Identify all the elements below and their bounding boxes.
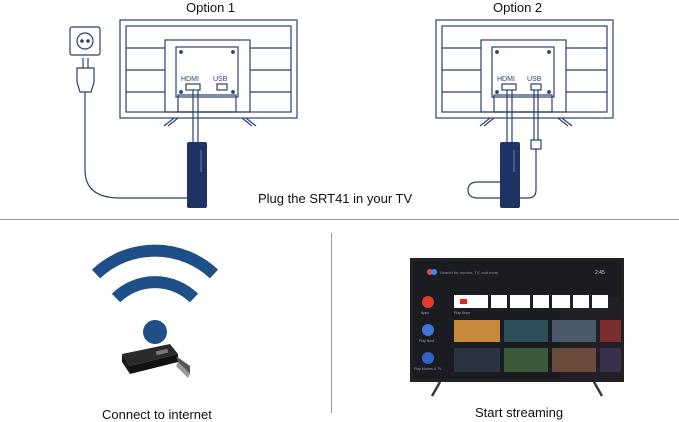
bottom-right-caption: Start streaming	[475, 405, 564, 420]
side-item-play-movies: Play Movies & TV	[414, 367, 442, 371]
clock: 2:45	[595, 270, 605, 276]
option-2-label: Option 2	[493, 0, 543, 15]
installation-diagram: HDMI USB HDMI USB	[69, 19, 614, 208]
side-item-play-next: Play Next	[419, 339, 434, 343]
usb-label-1: USB	[213, 76, 228, 83]
search-text: Search for movies, TV, and more	[440, 270, 499, 275]
hdmi-label-2: HDMI	[497, 76, 515, 83]
apps-row-label: Play Store	[454, 311, 470, 315]
usb-label-2: USB	[527, 76, 542, 83]
tv-back-1	[119, 19, 298, 127]
streaming-stick-device	[122, 344, 190, 378]
horizontal-divider	[0, 219, 679, 220]
tv-front: Search for movies, TV, and more 2:45 App…	[410, 258, 624, 397]
option-1-label: Option 1	[186, 0, 236, 15]
bottom-left-caption: Connect to internet	[102, 407, 212, 422]
streaming-stick-1	[187, 142, 207, 208]
vertical-divider	[331, 233, 332, 413]
usb-power-cable	[467, 149, 537, 199]
tv-back-2	[435, 19, 614, 127]
hdmi-label-1: HDMI	[181, 76, 199, 83]
power-plug-icon	[76, 58, 95, 102]
side-item-apps: Apps	[421, 311, 429, 315]
streaming-stick-2	[500, 142, 520, 208]
top-caption: Plug the SRT41 in your TV	[258, 191, 413, 206]
power-cable	[84, 102, 199, 199]
wall-outlet-icon	[69, 26, 101, 56]
wifi-icon	[91, 244, 219, 344]
